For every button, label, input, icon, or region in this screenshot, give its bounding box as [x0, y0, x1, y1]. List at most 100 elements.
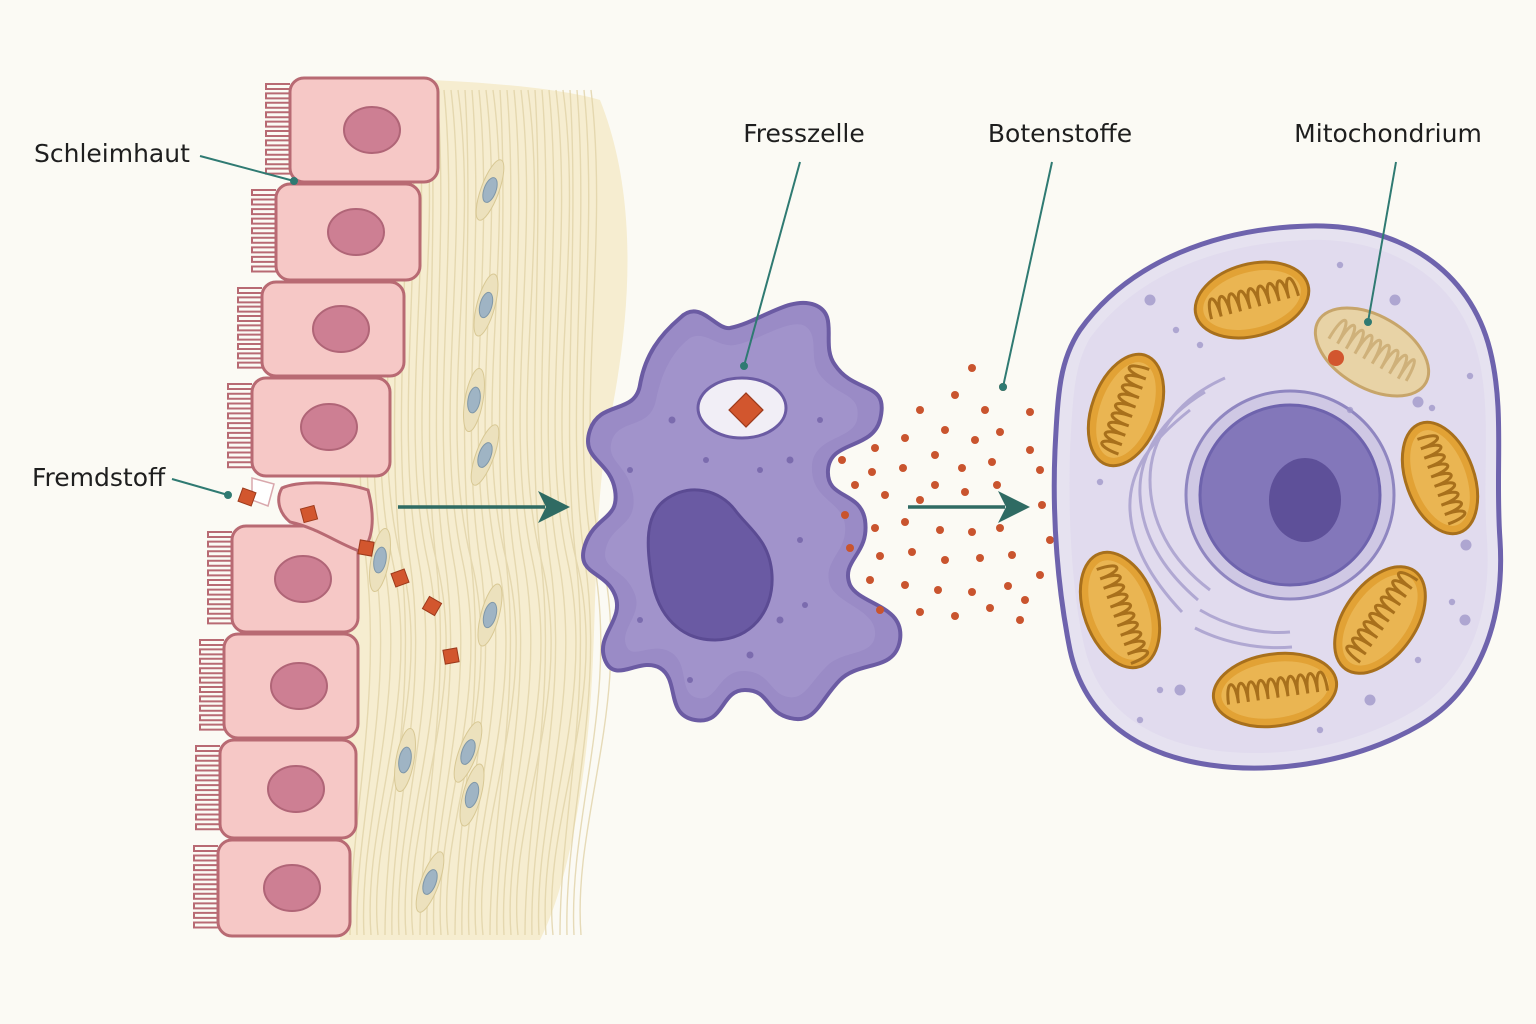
epithelial-cell	[193, 838, 352, 938]
phagocyte-granules	[627, 416, 823, 683]
cytoplasm-granule	[1412, 396, 1424, 408]
microvilli	[265, 83, 290, 175]
messenger-dot	[961, 488, 969, 496]
collagen-fiber	[474, 89, 507, 936]
messenger-dot	[1004, 582, 1012, 590]
messenger-dot	[958, 464, 966, 472]
messenger-dot	[936, 526, 944, 534]
collagen-fiber	[467, 89, 497, 936]
messenger-dot	[1016, 616, 1024, 624]
fibroblast	[475, 159, 505, 221]
epithelial-cell	[265, 76, 440, 184]
collagen-fiber	[502, 89, 532, 936]
collagen-fiber	[489, 89, 512, 936]
arrow-right-icon	[398, 491, 570, 523]
microvilli	[251, 189, 276, 273]
arrow-right-icon	[908, 491, 1030, 523]
messenger-dot	[968, 528, 976, 536]
foreign-particle	[237, 487, 257, 507]
mitochondria	[1078, 260, 1480, 729]
foreign-particle	[390, 568, 410, 588]
fibroblast	[415, 851, 445, 913]
fibroblast	[394, 727, 416, 793]
nucleolus	[1269, 458, 1341, 542]
messenger-dot	[866, 576, 874, 584]
epithelial-cell	[251, 182, 422, 282]
collagen-fiber	[419, 89, 442, 936]
messenger-dot	[941, 556, 949, 564]
fibroblast	[470, 424, 500, 486]
collagen-fiber	[524, 89, 547, 936]
foreign-particles	[237, 487, 460, 665]
highlighted-mitochondrion	[1313, 306, 1431, 398]
epithelial-cell	[195, 738, 358, 840]
cytoplasm-granule	[1466, 372, 1474, 380]
messenger-dot	[931, 451, 939, 459]
messenger-dot	[838, 456, 846, 464]
cytoplasm-granule	[1174, 684, 1186, 696]
messenger-dot	[951, 391, 959, 399]
cytoplasm-granule	[1428, 404, 1436, 412]
fibroblast	[473, 273, 499, 337]
mitochondrion	[1086, 352, 1166, 468]
messenger-dot	[981, 406, 989, 414]
collagen-fiber	[537, 89, 567, 936]
messenger-dot	[993, 481, 1001, 489]
messenger-dot	[846, 544, 854, 552]
messenger-dot	[971, 436, 979, 444]
microvilli	[237, 287, 262, 369]
foreign-particle	[421, 595, 443, 617]
label-fresszelle: Fresszelle	[743, 119, 865, 148]
fibroblast	[453, 721, 483, 783]
fibroblast	[369, 527, 391, 593]
cytoplasm-granule	[1136, 716, 1144, 724]
label-mitochondrium: Mitochondrium	[1294, 119, 1482, 148]
messenger-dot	[908, 548, 916, 556]
messenger-dot	[1026, 408, 1034, 416]
cytoplasm-granule	[1389, 294, 1401, 306]
fibroblast	[463, 367, 485, 433]
endoplasmic-reticulum	[1128, 376, 1293, 650]
messenger-dot	[871, 524, 879, 532]
fibroblast	[459, 763, 485, 827]
epithelial-cell	[227, 376, 392, 478]
label-schleimhaut: Schleimhaut	[34, 139, 190, 168]
messenger-dot	[988, 458, 996, 466]
epithelial-cell	[237, 280, 406, 378]
cytoplasm-granule	[1316, 726, 1324, 734]
cytoplasm-granule	[1336, 261, 1344, 269]
collagen-fiber	[531, 89, 557, 936]
label-fremdstoff: Fremdstoff	[32, 463, 166, 492]
messenger-dot	[871, 444, 879, 452]
messenger-dot	[899, 464, 907, 472]
microvilli	[207, 531, 232, 625]
messenger-dot	[901, 434, 909, 442]
epithelial-cell	[199, 632, 360, 740]
cytoplasm-granule	[1172, 326, 1180, 334]
messenger-dot	[851, 481, 859, 489]
mitochondrion	[1333, 565, 1427, 675]
cytoplasm-granule	[1346, 406, 1354, 414]
messenger-receptor-dot	[1328, 350, 1344, 366]
foreign-particle	[299, 504, 319, 524]
mitochondrion	[1193, 260, 1311, 340]
collagen-fiber	[544, 89, 577, 936]
messenger-dot	[916, 496, 924, 504]
messenger-dot	[1008, 551, 1016, 559]
cytoplasm-granule	[1096, 478, 1104, 486]
messenger-dot	[931, 481, 939, 489]
connective-tissue	[340, 80, 628, 940]
cytoplasm-granule	[1196, 341, 1204, 349]
collagen-fiber	[426, 89, 452, 936]
collagen-fiber	[496, 89, 522, 936]
messenger-dot	[1036, 466, 1044, 474]
cytoplasm-granule	[1156, 686, 1164, 694]
messenger-dot	[916, 406, 924, 414]
messenger-dot	[1046, 536, 1054, 544]
microvilli	[199, 639, 224, 731]
messenger-dot	[1036, 571, 1044, 579]
collagen-fiber	[559, 89, 582, 936]
messenger-dot	[881, 491, 889, 499]
